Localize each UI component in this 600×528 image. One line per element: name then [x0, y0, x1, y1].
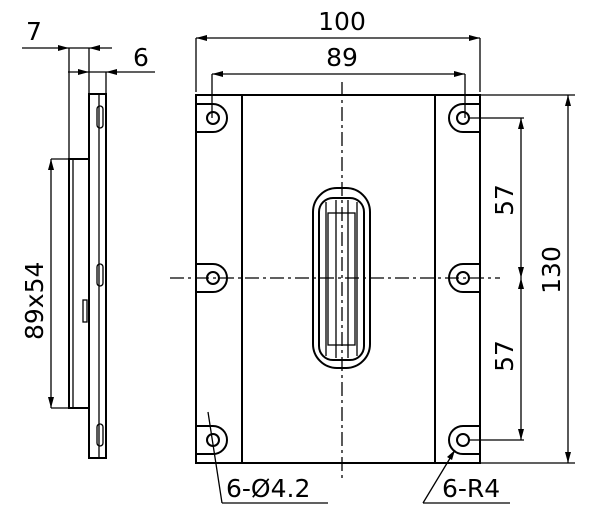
dim-100: 100 [318, 7, 366, 36]
front-plate [195, 94, 481, 464]
dim-6: 6 [133, 43, 149, 72]
dim-89x54: 89x54 [20, 262, 49, 340]
note-hole-diameter: 6-Ø4.2 [226, 474, 310, 503]
side-view: 7 6 89x54 [20, 17, 155, 459]
mounting-holes [196, 103, 480, 455]
dim-130: 130 [537, 246, 566, 294]
front-view: 100 89 130 57 57 6-Ø4.2 6-R4 [170, 7, 575, 504]
dim-7: 7 [26, 17, 42, 46]
dim-89: 89 [326, 43, 358, 72]
dim-57-lower: 57 [490, 340, 519, 372]
side-magnet-box [68, 158, 90, 409]
note-radius: 6-R4 [442, 474, 500, 503]
dim-57-upper: 57 [490, 184, 519, 216]
